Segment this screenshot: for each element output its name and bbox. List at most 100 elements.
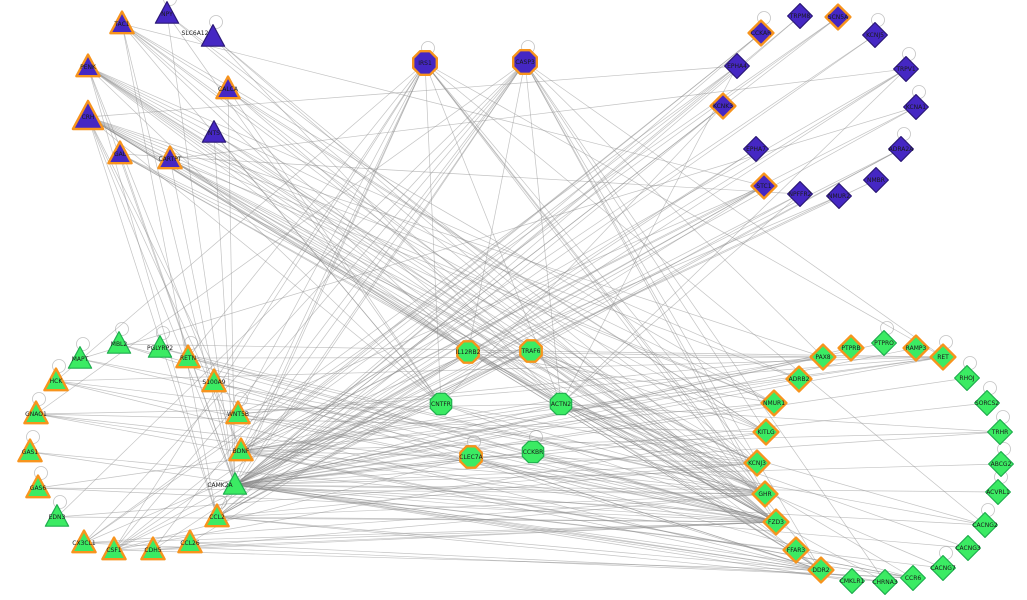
- node-penk[interactable]: PENK: [75, 53, 101, 78]
- edge: [467, 351, 822, 571]
- node-cacng7[interactable]: CACNG7: [929, 554, 957, 582]
- node-cntfr[interactable]: CNTFR: [429, 392, 453, 416]
- node-tac1[interactable]: TAC1: [109, 10, 135, 35]
- node-scn5a[interactable]: SCN5A: [824, 3, 852, 31]
- edge: [240, 403, 442, 452]
- triangle-shape: [71, 99, 105, 131]
- edge: [467, 351, 775, 404]
- node-casp3[interactable]: CASP3: [512, 49, 538, 76]
- node-npffr2[interactable]: NPFFR2: [786, 181, 814, 207]
- node-cacng3[interactable]: CACNG3: [954, 534, 982, 562]
- node-calca[interactable]: CALCA: [215, 75, 241, 100]
- edge: [87, 116, 767, 433]
- edge: [87, 66, 800, 380]
- node-trhr[interactable]: TRHR: [986, 419, 1014, 445]
- edge: [113, 32, 762, 551]
- node-cacng2[interactable]: CACNG2: [971, 511, 999, 539]
- node-actn2[interactable]: ACTN2: [549, 392, 573, 416]
- node-cmklr1[interactable]: CMKLR1: [838, 567, 866, 595]
- node-kcnj5[interactable]: KCNJ5: [861, 22, 889, 49]
- diamond-shape: [786, 2, 814, 29]
- edge: [87, 116, 775, 404]
- node-epha4[interactable]: EPHA4: [723, 52, 751, 80]
- node-gas1[interactable]: GAS1: [17, 438, 43, 463]
- triangle-shape: [147, 335, 173, 358]
- edge: [424, 62, 442, 405]
- node-gal[interactable]: GAL: [107, 140, 133, 165]
- triangle-shape: [67, 346, 93, 369]
- node-nmur1[interactable]: NMUR1: [760, 389, 788, 417]
- edge: [424, 62, 822, 571]
- diamond-shape: [762, 508, 790, 536]
- diamond-shape: [887, 136, 915, 162]
- node-rhoj[interactable]: RHOJ: [953, 365, 981, 391]
- node-mbl2[interactable]: MBL2: [106, 331, 132, 354]
- node-ddr2[interactable]: DDR2: [807, 556, 835, 584]
- edge: [213, 132, 236, 486]
- edge: [213, 132, 766, 495]
- diamond-shape: [723, 52, 751, 80]
- node-cckbr[interactable]: CCKBR: [521, 440, 545, 464]
- node-mapt[interactable]: MAPT: [67, 346, 93, 369]
- node-ccl2[interactable]: CCL2: [204, 503, 230, 528]
- node-irs1[interactable]: IRS1: [412, 50, 438, 77]
- edge: [234, 431, 1001, 486]
- node-il12rb2[interactable]: IL12RB2: [456, 340, 481, 364]
- node-traf6[interactable]: TRAF6: [519, 339, 543, 363]
- node-npy[interactable]: NPY: [154, 1, 180, 24]
- edge: [424, 62, 986, 526]
- edge: [240, 403, 562, 452]
- triangle-shape: [43, 367, 69, 392]
- node-ptprb[interactable]: PTPRB: [837, 334, 865, 362]
- node-chrna3[interactable]: CHRNA3: [871, 568, 899, 596]
- selfloop-layer: [26, 0, 1011, 560]
- edge: [83, 61, 526, 544]
- node-kitlg[interactable]: KITLG: [752, 418, 780, 446]
- node-ccl26[interactable]: CCL26: [177, 529, 203, 554]
- diamond-shape: [929, 343, 957, 371]
- diamond-shape: [953, 365, 981, 391]
- edge: [234, 484, 777, 523]
- triangle-shape: [215, 75, 241, 100]
- node-nmbr[interactable]: NMBR: [862, 167, 890, 193]
- node-pglyrp2[interactable]: PGLYRP2: [147, 335, 173, 358]
- node-gas6[interactable]: GAS6: [25, 474, 51, 499]
- triangle-shape: [17, 438, 43, 463]
- edge: [237, 185, 765, 415]
- octagon-shape: [456, 340, 480, 364]
- node-ret[interactable]: RET: [929, 343, 957, 371]
- node-adra2a[interactable]: ADRA2A: [887, 136, 915, 162]
- node-clec7a[interactable]: CLEC7A: [459, 445, 484, 469]
- node-abcg2[interactable]: ABCG2: [987, 451, 1015, 477]
- edge: [440, 403, 777, 523]
- edge: [216, 462, 758, 518]
- edge: [87, 116, 800, 380]
- node-edn3[interactable]: EDN3: [44, 504, 70, 527]
- node-gnao1[interactable]: GNAO1: [23, 400, 49, 425]
- edge: [169, 68, 907, 160]
- triangle-shape: [101, 536, 127, 561]
- node-stc1[interactable]: STC1: [750, 172, 778, 200]
- node-ccr6[interactable]: CCR6: [899, 564, 927, 592]
- edge: [424, 62, 944, 358]
- octagon-shape: [519, 339, 543, 363]
- edge: [240, 16, 839, 452]
- node-adrb2[interactable]: ADRB2: [785, 365, 813, 393]
- edge: [87, 116, 218, 518]
- edge: [35, 413, 767, 433]
- node-kcna1[interactable]: KCNA1: [902, 93, 930, 121]
- node-trpm8[interactable]: TRPM8: [786, 2, 814, 29]
- edge: [213, 381, 777, 523]
- edge: [530, 148, 902, 352]
- edge: [121, 23, 218, 518]
- edge: [237, 413, 766, 495]
- node-acvrl1[interactable]: ACVRL1: [984, 479, 1012, 505]
- node-hck[interactable]: HCK: [43, 367, 69, 392]
- node-ptpro[interactable]: PTPRO: [870, 330, 898, 356]
- diamond-shape: [750, 172, 778, 200]
- node-sorcs2[interactable]: SORCS2: [973, 390, 1001, 416]
- triangle-shape: [71, 529, 97, 554]
- edge: [234, 484, 969, 549]
- edge: [530, 350, 944, 358]
